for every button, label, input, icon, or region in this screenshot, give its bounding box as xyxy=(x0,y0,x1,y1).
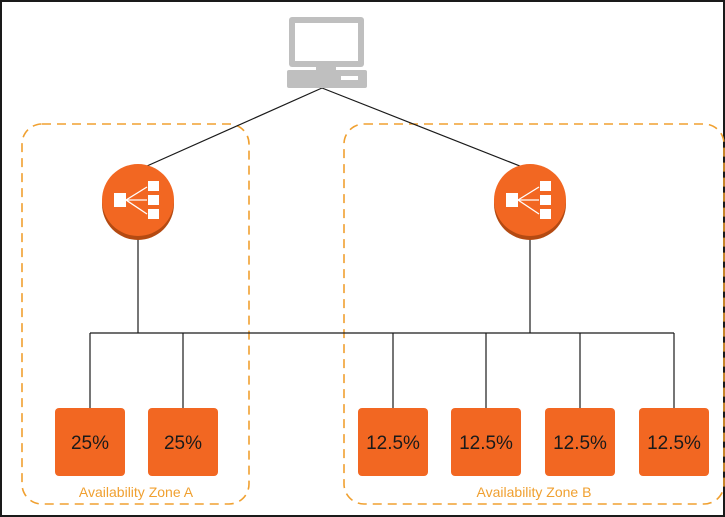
instance-box: 12.5% xyxy=(545,408,615,476)
instance-label: 12.5% xyxy=(553,433,607,454)
instance-label: 12.5% xyxy=(366,433,420,454)
load-balancer-icon xyxy=(102,164,174,240)
instance-box: 12.5% xyxy=(639,408,709,476)
instance-box: 12.5% xyxy=(358,408,428,476)
connector-lines xyxy=(89,87,675,408)
desktop-computer-icon xyxy=(287,17,367,88)
instance-label: 25% xyxy=(164,433,202,454)
load-balancer-icon xyxy=(494,164,566,240)
instance-box: 12.5% xyxy=(451,408,521,476)
instance-label: 12.5% xyxy=(647,433,701,454)
instance-box: 25% xyxy=(148,408,218,476)
availability-zone-b-box xyxy=(343,123,725,505)
instance-label: 12.5% xyxy=(459,433,513,454)
instance-label: 25% xyxy=(71,433,109,454)
availability-zone-a-box xyxy=(21,123,250,505)
zone-label-b: Availability Zone B xyxy=(477,484,592,500)
zone-label-a: Availability Zone A xyxy=(79,484,194,500)
instance-box: 25% xyxy=(55,408,125,476)
